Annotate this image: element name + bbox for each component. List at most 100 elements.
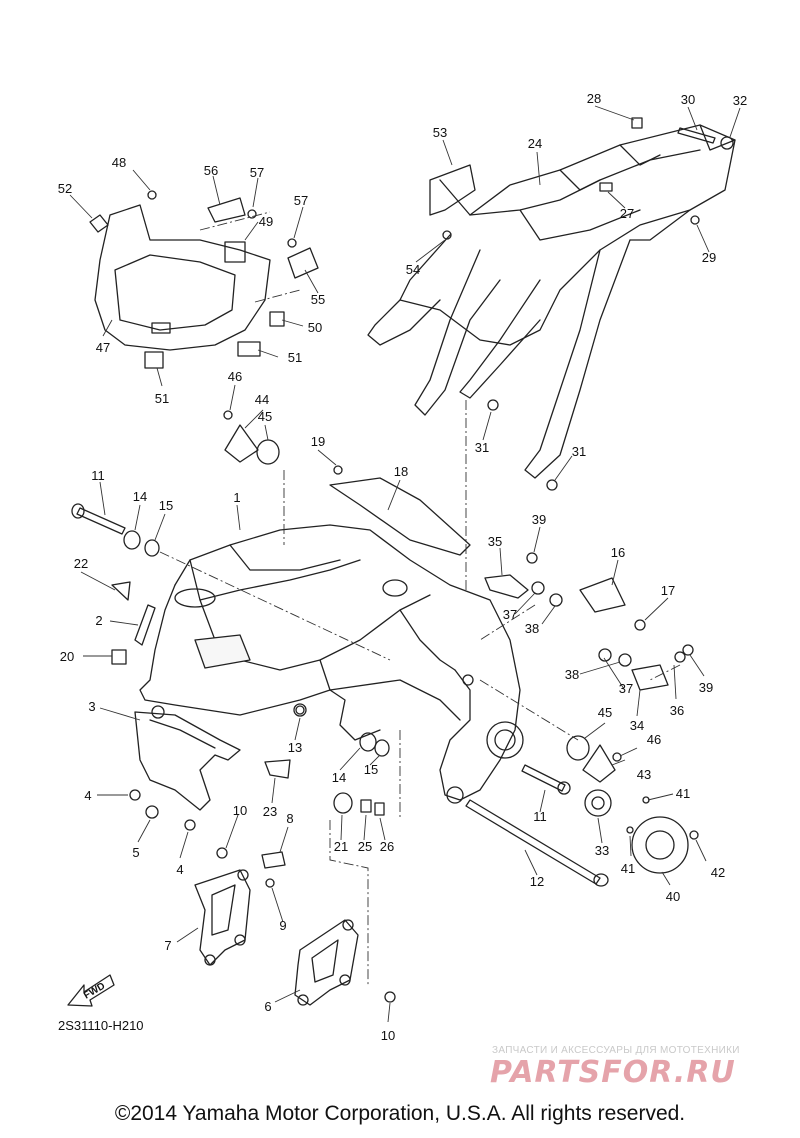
frame-exploded-diagram: FWD 1 2 3 4 4 5 6 7 8 9 10 10 11 11 12 1… — [58, 91, 747, 1043]
callout: 51 — [288, 350, 302, 365]
callout: 17 — [661, 583, 675, 598]
callout: 49 — [259, 214, 273, 229]
callouts: 1 2 3 4 4 5 6 7 8 9 10 10 11 11 12 13 14… — [58, 91, 747, 1043]
bracket-56 — [207, 197, 246, 223]
callout: 13 — [288, 740, 302, 755]
bolt-39a — [526, 552, 538, 564]
bolt-31b — [546, 479, 558, 491]
callout: 41 — [676, 786, 690, 801]
bolt-57b — [287, 238, 297, 248]
damper-43 — [582, 744, 616, 783]
callout: 53 — [433, 125, 447, 140]
bolt-17 — [634, 619, 646, 631]
callout: 44 — [255, 392, 269, 407]
callout: 30 — [681, 92, 695, 107]
assembly-lines — [159, 211, 681, 985]
collar-38a — [549, 593, 563, 607]
label-51b — [144, 351, 164, 369]
callout: 22 — [74, 556, 88, 571]
callout: 18 — [394, 464, 408, 479]
callout: 11 — [533, 809, 547, 824]
callout: 5 — [132, 845, 139, 860]
callout: 6 — [264, 999, 271, 1014]
main-frame-part — [139, 524, 524, 804]
callout: 46 — [228, 369, 242, 384]
bolt-39b — [682, 644, 694, 656]
collar-14-lower — [359, 732, 377, 752]
collar-33 — [584, 789, 612, 817]
callout: 39 — [699, 680, 713, 695]
bracket-35 — [484, 574, 529, 599]
fwd-arrow-icon: FWD — [67, 974, 115, 1007]
bolt-31a — [487, 399, 499, 411]
bolt-11-upper — [71, 503, 126, 535]
callout: 33 — [595, 843, 609, 858]
callout: 52 — [58, 181, 72, 196]
callout: 10 — [233, 803, 247, 818]
callout: 38 — [565, 667, 579, 682]
bolt-48 — [147, 190, 157, 200]
callout: 15 — [364, 762, 378, 777]
clip-41b — [626, 826, 634, 834]
label-49 — [224, 241, 246, 263]
callout: 57 — [250, 165, 264, 180]
bracket-8 — [261, 851, 286, 869]
callout: 1 — [233, 490, 240, 505]
fwd-label: FWD — [82, 981, 107, 1002]
callout: 16 — [611, 545, 625, 560]
callout: 15 — [159, 498, 173, 513]
bracket-16 — [579, 577, 626, 613]
callout: 25 — [358, 839, 372, 854]
callout: 45 — [258, 409, 272, 424]
bolt-4b — [184, 819, 196, 831]
callout: 27 — [620, 206, 634, 221]
callout: 31 — [475, 440, 489, 455]
bolt-4a — [129, 789, 141, 801]
bolt-13 — [293, 703, 307, 717]
label-50 — [269, 311, 285, 327]
stay-53 — [429, 164, 476, 216]
callout: 35 — [488, 534, 502, 549]
bolt-36 — [674, 651, 686, 663]
nut-32 — [720, 136, 734, 150]
bolt-42 — [689, 830, 699, 840]
label-51a — [237, 341, 261, 357]
callout: 48 — [112, 155, 126, 170]
plate-20 — [111, 649, 127, 665]
callout: 51 — [155, 391, 169, 406]
bolt-46a — [223, 410, 233, 420]
collar-38b — [598, 648, 612, 662]
callout: 7 — [164, 938, 171, 953]
callout: 4 — [176, 862, 183, 877]
callout: 19 — [311, 434, 325, 449]
damper-25 — [360, 799, 372, 813]
bolt-10a — [216, 847, 228, 859]
bolt-9 — [265, 878, 275, 888]
damper-44 — [224, 424, 259, 463]
callout: 20 — [60, 649, 74, 664]
bracket-18 — [329, 477, 471, 556]
bolt-54 — [442, 230, 452, 240]
callout: 56 — [204, 163, 218, 178]
collar-45-upper — [256, 439, 280, 465]
bolt-57a — [247, 209, 257, 219]
callout: 50 — [308, 320, 322, 335]
callout: 31 — [572, 444, 586, 459]
engine-hanger-6 — [294, 919, 359, 1006]
bolt-46b — [612, 752, 622, 762]
collar-14-upper — [123, 530, 141, 550]
plate-22 — [111, 581, 131, 601]
grommet-27 — [599, 182, 613, 192]
callout: 41 — [621, 861, 635, 876]
leader-lines — [69, 105, 741, 1023]
callout: 14 — [133, 489, 147, 504]
callout: 9 — [279, 918, 286, 933]
engine-hanger-7 — [194, 869, 251, 966]
callout: 40 — [666, 889, 680, 904]
callout: 24 — [528, 136, 542, 151]
callout: 23 — [263, 804, 277, 819]
callout: 46 — [647, 732, 661, 747]
collar-15-lower — [374, 739, 390, 757]
callout: 54 — [406, 262, 420, 277]
callout: 4 — [84, 788, 91, 803]
